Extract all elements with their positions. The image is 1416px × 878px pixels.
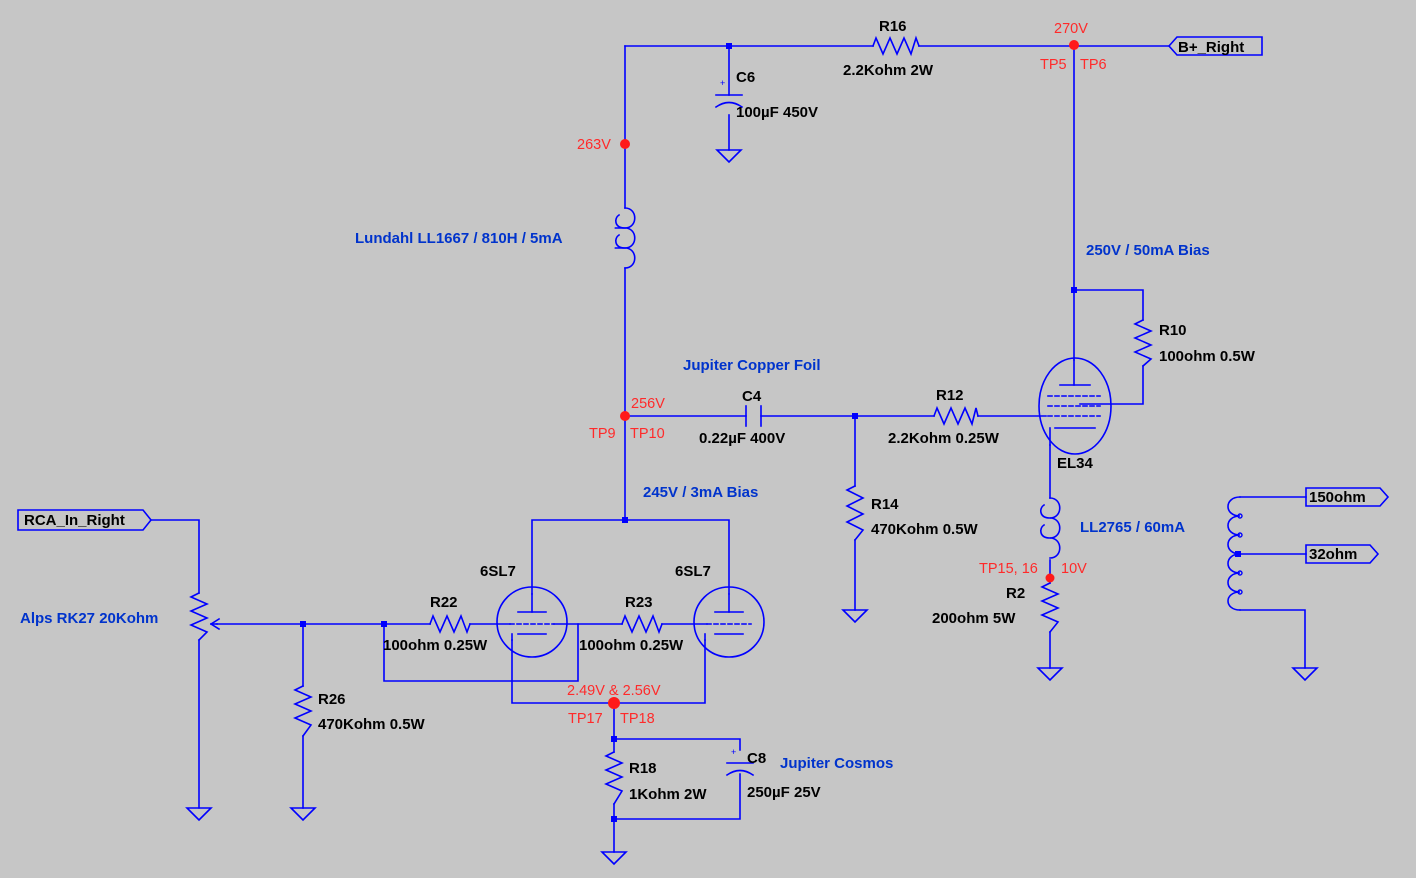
- c4-ref: C4: [742, 388, 762, 405]
- r26-ref: R26: [318, 691, 346, 708]
- port-150ohm: 150ohm: [1305, 487, 1390, 507]
- c4-note: Jupiter Copper Foil: [683, 357, 821, 374]
- driver-cathode-tp-a: TP17: [568, 711, 603, 727]
- resistor-r22: [428, 613, 472, 635]
- capacitor-c6: +: [714, 78, 744, 109]
- resistor-r12: [932, 405, 979, 427]
- power-cathode-voltage: 10V: [1061, 561, 1087, 577]
- r16-ref: R16: [879, 18, 907, 35]
- r26-value: 470Kohm 0.5W: [318, 716, 426, 733]
- choke-label: Lundahl LL1667 / 810H / 5mA: [355, 230, 563, 247]
- c8-ref: C8: [747, 750, 766, 767]
- r14-value: 470Kohm 0.5W: [871, 521, 979, 538]
- supply-voltage: 270V: [1054, 21, 1088, 37]
- tube-6sl7-right: [693, 586, 765, 658]
- port-32ohm: 32ohm: [1305, 544, 1380, 564]
- inductor-ll2765-primary: [1040, 497, 1061, 559]
- port-150ohm-label: 150ohm: [1309, 489, 1366, 506]
- driver-plate-voltage: 256V: [631, 396, 665, 412]
- r23-value: 100ohm 0.25W: [579, 637, 684, 654]
- tube-6sl7-left: [496, 586, 568, 658]
- r12-value: 2.2Kohm 0.25W: [888, 430, 1000, 447]
- potentiometer-alps: [189, 591, 221, 642]
- r18-value: 1Kohm 2W: [629, 786, 707, 803]
- junction-dots: [300, 43, 1241, 822]
- r10-value: 100ohm 0.5W: [1159, 348, 1256, 365]
- resistor-r18: [604, 750, 624, 806]
- r14-ref: R14: [871, 496, 899, 513]
- ground-symbols: [185, 149, 1319, 866]
- svg-text:+: +: [731, 747, 736, 757]
- probe-driver-cathode: [608, 697, 620, 709]
- r22-value: 100ohm 0.25W: [383, 637, 488, 654]
- driver-plate-tp-b: TP10: [630, 426, 665, 442]
- probe-supply: [1069, 40, 1079, 50]
- r10-ref: R10: [1159, 322, 1187, 339]
- transformer-label: LL2765 / 60mA: [1080, 519, 1185, 536]
- capacitor-c4: [745, 405, 762, 427]
- choke-top-voltage: 263V: [577, 137, 611, 153]
- resistor-r26: [293, 684, 313, 738]
- resistor-r14: [845, 484, 865, 542]
- probe-choke-top: [620, 139, 630, 149]
- power-cathode-tp: TP15, 16: [979, 561, 1038, 577]
- resistor-r16: [871, 35, 921, 57]
- r16-value: 2.2Kohm 2W: [843, 62, 934, 79]
- c8-note: Jupiter Cosmos: [780, 755, 893, 772]
- resistor-r2: [1040, 581, 1060, 634]
- c8-value: 250µF 25V: [747, 784, 821, 801]
- port-rca-in-right: RCA_In_Right: [17, 509, 153, 531]
- supply-tp-a: TP5: [1040, 57, 1067, 73]
- tube-left-ref: 6SL7: [480, 563, 516, 580]
- capacitor-c8: +: [725, 747, 755, 777]
- inductor-lundahl-choke: [614, 207, 636, 269]
- r12-ref: R12: [936, 387, 964, 404]
- probe-dots: [608, 40, 1079, 709]
- el34-ref: EL34: [1057, 455, 1094, 472]
- port-b-plus-right: B+_Right: [1167, 36, 1263, 56]
- power-bias-note: 250V / 50mA Bias: [1086, 242, 1210, 259]
- r2-ref: R2: [1006, 585, 1025, 602]
- c4-value: 0.22µF 400V: [699, 430, 785, 447]
- driver-cathode-voltage: 2.49V & 2.56V: [567, 683, 661, 699]
- resistor-r23: [620, 613, 664, 635]
- wires: [150, 45, 1307, 853]
- driver-cathode-tp-b: TP18: [620, 711, 655, 727]
- r18-ref: R18: [629, 760, 657, 777]
- pot-label: Alps RK27 20Kohm: [20, 610, 158, 627]
- port-rca-in-right-label: RCA_In_Right: [24, 512, 125, 529]
- r23-ref: R23: [625, 594, 653, 611]
- driver-plate-tp-a: TP9: [589, 426, 616, 442]
- port-b-plus-right-label: B+_Right: [1178, 39, 1244, 56]
- svg-text:+: +: [720, 78, 725, 88]
- port-32ohm-label: 32ohm: [1309, 546, 1357, 563]
- r22-ref: R22: [430, 594, 458, 611]
- c6-ref: C6: [736, 69, 755, 86]
- supply-tp-b: TP6: [1080, 57, 1107, 73]
- resistor-r10: [1133, 318, 1153, 368]
- c6-value: 100µF 450V: [736, 104, 818, 121]
- tube-right-ref: 6SL7: [675, 563, 711, 580]
- tube-el34: [1038, 357, 1112, 455]
- r2-value: 200ohm 5W: [932, 610, 1016, 627]
- probe-power-cathode: [1045, 573, 1055, 583]
- probe-driver-plate: [620, 411, 630, 421]
- driver-bias-note: 245V / 3mA Bias: [643, 484, 758, 501]
